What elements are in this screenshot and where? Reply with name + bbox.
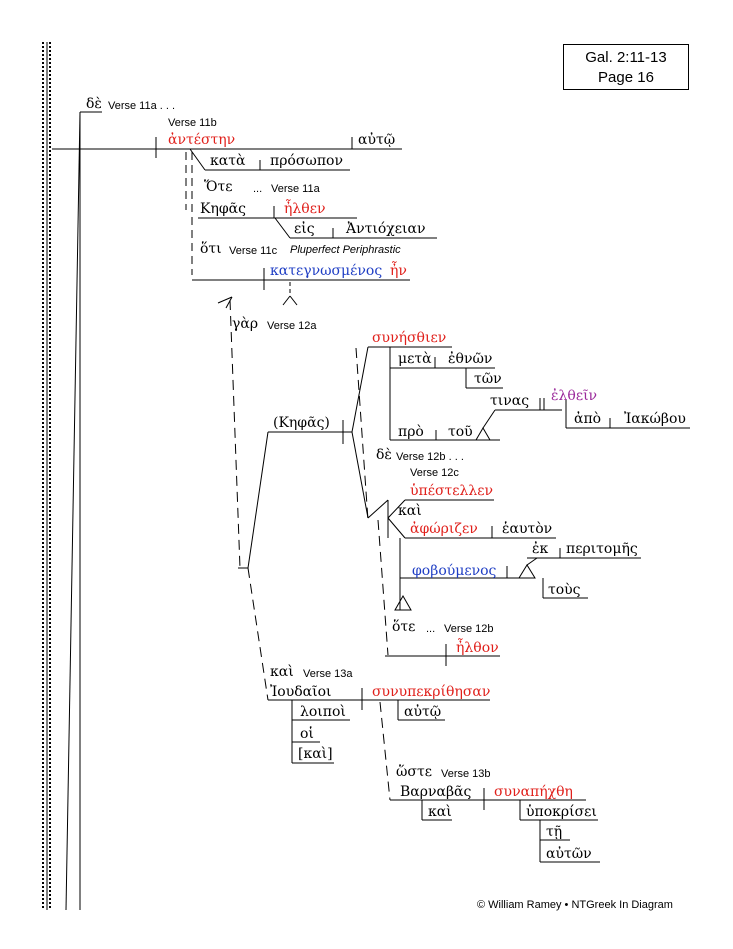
word-hote-2: ὅτε <box>392 619 416 635</box>
ek-pedestal <box>518 564 536 579</box>
word-meta: μετὰ <box>398 351 432 367</box>
word-synypekrithesan: συνυπεκρίθησαν <box>372 684 491 700</box>
word-elthein: ἐλθεῖν <box>551 388 598 404</box>
label-verse-11a-2: Verse 11a <box>271 183 320 195</box>
word-gar: γὰρ <box>232 316 259 332</box>
word-auton: αὐτῶν <box>546 846 592 862</box>
word-hote: Ὅτε <box>204 179 233 195</box>
word-aforizen: ἀφώριζεν <box>410 521 478 537</box>
word-ek: ἐκ <box>532 541 549 557</box>
word-barnabas: Βαρναβᾶς <box>400 784 472 800</box>
word-en: ἦν <box>390 263 407 279</box>
reference-box: Gal. 2:11-13 Page 16 <box>563 44 689 90</box>
tinas-slant <box>482 409 496 429</box>
word-kai-3: καὶ <box>428 804 452 820</box>
label-verse-13a: Verse 13a <box>303 668 353 680</box>
kai-fork-down <box>387 517 406 539</box>
hypestellen-slant <box>387 499 406 519</box>
label-ellipsis-3: ... <box>426 623 436 635</box>
word-hoti: ὅτι <box>200 241 222 257</box>
copyright-footer: © William Ramey • NTGreek In Diagram <box>477 899 673 911</box>
label-verse-13b: Verse 13b <box>441 768 491 780</box>
pedestal-1b <box>217 296 233 304</box>
word-elthon: ἦλθον <box>456 640 499 656</box>
word-kai-2: καὶ <box>270 664 294 680</box>
word-ton: τῶν <box>474 371 502 387</box>
word-foboumenos: φοβούμενος <box>412 563 497 579</box>
pedestal-2a <box>282 295 291 306</box>
ek-slant <box>526 557 538 566</box>
word-de-2: δὲ <box>376 447 392 463</box>
label-verse-12c: Verse 12c <box>410 467 459 479</box>
pedestal-2b <box>289 295 298 306</box>
word-tous: τοὺς <box>548 582 581 598</box>
word-kata: κατὰ <box>210 153 246 169</box>
hoste-dash <box>379 701 391 801</box>
label-verse-12b: Verse 12b . . . <box>396 451 464 463</box>
kefas-fork-down <box>351 431 369 519</box>
compound-upper <box>247 431 269 569</box>
word-eis: εἰς <box>294 221 315 237</box>
word-de: δὲ <box>86 96 102 112</box>
label-ellipsis-1: ... <box>253 183 263 195</box>
pro-pedestal <box>475 427 491 441</box>
word-hoi: οἱ <box>300 726 314 742</box>
word-hypokrisei: ὑποκρίσει <box>526 804 597 820</box>
reference-passage: Gal. 2:11-13 <box>585 49 667 66</box>
main-conj-slant <box>65 111 81 911</box>
label-verse-12a: Verse 12a <box>267 320 317 332</box>
word-kefas-implied: (Κηφᾶς) <box>273 415 330 431</box>
word-auto: αὐτῷ <box>358 132 396 148</box>
word-pro: πρὸ <box>398 424 424 440</box>
label-verse-12b-2: Verse 12b <box>444 623 494 635</box>
word-antiocheian: Ἀντιόχειαν <box>346 221 426 237</box>
foboumenos-pedestal <box>394 594 412 611</box>
word-te: τῇ <box>546 824 563 840</box>
word-kefas: Κηφᾶς <box>200 201 246 217</box>
word-elthen: ἦλθεν <box>284 201 326 217</box>
label-verse-11a: Verse 11a . . . <box>108 100 176 112</box>
label-verse-11c: Verse 11c <box>229 245 278 257</box>
kai-fork-up <box>367 499 389 519</box>
word-auto-2: αὐτῷ <box>404 704 442 720</box>
word-hypestellen: ὑπέστελλεν <box>410 483 494 499</box>
gar-dash <box>229 299 241 569</box>
hote2-dash <box>377 519 389 656</box>
word-kategnosmenos: κατεγνωσμένος <box>270 263 383 279</box>
kefas-fork-up <box>351 346 369 433</box>
word-ethnon: ἐθνῶν <box>448 351 493 367</box>
word-synesthien: συνήσθιεν <box>372 330 447 346</box>
word-synapechthe: συναπήχθη <box>494 784 573 800</box>
word-antestin: ἀντέστην <box>168 132 236 148</box>
word-ioudaioi: Ἰουδαῖοι <box>270 684 332 700</box>
label-periphrastic: Pluperfect Periphrastic <box>290 244 401 256</box>
word-iakobou: Ἰακώβου <box>624 411 686 427</box>
word-heauton: ἑαυτὸν <box>502 521 553 537</box>
label-verse-11b: Verse 11b <box>168 117 217 129</box>
eis-slant <box>274 217 291 239</box>
word-kai-bracketed: [καὶ] <box>298 746 333 762</box>
word-prosopon: πρόσωπον <box>270 153 343 169</box>
word-kai: καὶ <box>398 503 422 519</box>
word-tou: τοῦ <box>448 424 473 440</box>
compound-lower <box>247 567 269 701</box>
reference-page: Page 16 <box>598 69 654 86</box>
word-loipoi: λοιποὶ <box>300 704 346 720</box>
word-hoste: ὥστε <box>396 764 432 780</box>
word-peritomes: περιτομῆς <box>566 541 638 557</box>
word-apo: ἀπὸ <box>574 411 602 427</box>
pedestal-1a <box>225 296 233 309</box>
kefas-dash <box>355 347 369 521</box>
word-tinas: τινας <box>490 393 530 409</box>
